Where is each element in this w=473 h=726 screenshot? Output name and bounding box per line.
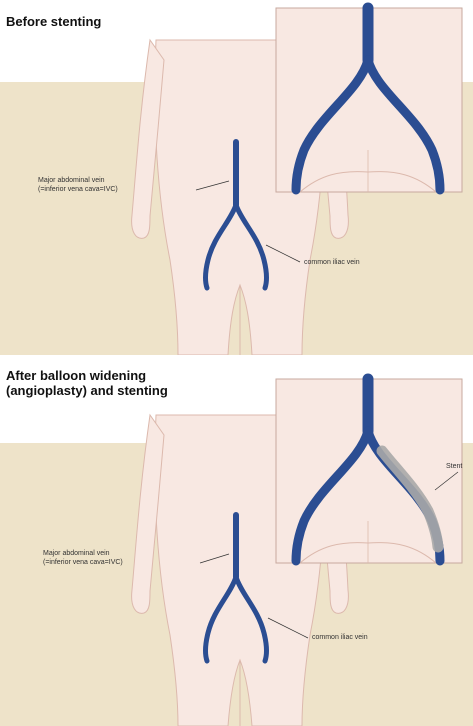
before-title: Before stenting: [6, 14, 101, 29]
inset-box: [276, 8, 462, 192]
after-illustration: [0, 355, 473, 726]
inset-box: [276, 379, 462, 563]
ivc-label-line2: (=inferior vena cava=IVC): [43, 558, 123, 567]
after-title-line1: After balloon widening: [6, 368, 146, 383]
iliac-vein-label: common iliac vein: [304, 258, 360, 267]
after-stenting-panel: After balloon widening (angioplasty) and…: [0, 355, 473, 726]
stent-label: Stent: [446, 462, 462, 471]
after-title-line2: (angioplasty) and stenting: [6, 383, 168, 398]
before-stenting-panel: Before stenting Major abdominal vein (=i…: [0, 0, 473, 355]
ivc-label-line1: Major abdominal vein: [38, 176, 105, 185]
ivc-label-line2: (=inferior vena cava=IVC): [38, 185, 118, 194]
iliac-vein-label: common iliac vein: [312, 633, 368, 642]
ivc-label-line1: Major abdominal vein: [43, 549, 110, 558]
